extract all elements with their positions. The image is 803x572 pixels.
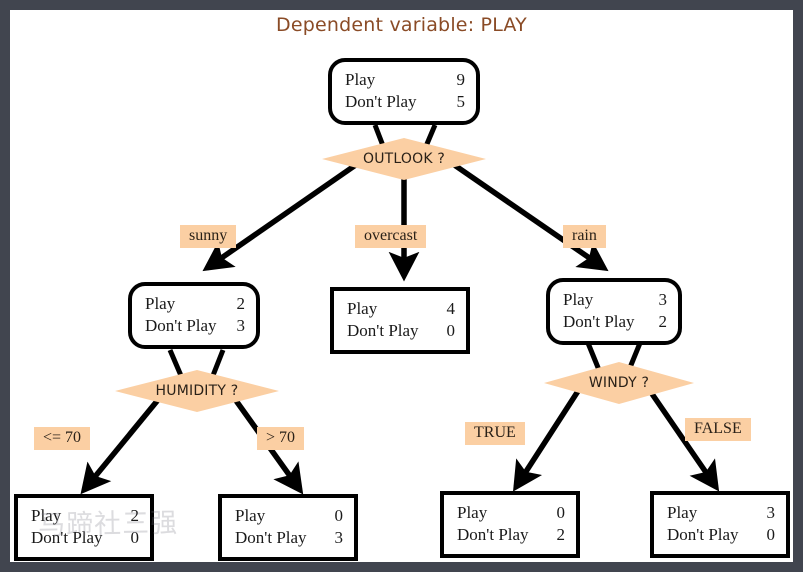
node-row-play: Play 3: [563, 289, 667, 311]
node-row-dont-play: Don't Play 3: [235, 527, 343, 549]
dont-play-label: Don't Play: [235, 528, 307, 548]
edge-rain-to-windy-left: [585, 342, 602, 371]
node-row-play: Play 0: [235, 505, 343, 527]
overcast-node[interactable]: Play 4 Don't Play 0: [330, 287, 470, 354]
edge-windy-false: [645, 386, 720, 492]
play-label: Play: [345, 70, 376, 89]
play-value: 0: [556, 503, 566, 522]
humidity-test-label: HUMIDITY ?: [155, 383, 239, 399]
edge-sunny-to-humidity-left: [167, 349, 185, 379]
node-row-play: Play 2: [31, 505, 139, 527]
node-row-dont-play: Don't Play 2: [457, 524, 565, 546]
humidity-low-leaf[interactable]: Play 2 Don't Play 0: [14, 494, 154, 561]
node-row-dont-play: Don't Play 3: [145, 315, 245, 337]
play-value: 2: [236, 294, 246, 313]
node-row-dont-play: Don't Play 0: [347, 320, 455, 342]
dont-play-value: 2: [658, 312, 668, 332]
dont-play-label: Don't Play: [345, 92, 417, 112]
play-label: Play: [235, 506, 266, 525]
dont-play-label: Don't Play: [667, 525, 739, 545]
edge-windy-true: [513, 386, 583, 492]
sunny-node[interactable]: Play 2 Don't Play 3: [128, 282, 260, 349]
node-row-dont-play: Don't Play 0: [31, 527, 139, 549]
dont-play-label: Don't Play: [347, 321, 419, 341]
edge-label-sunny[interactable]: sunny: [180, 225, 237, 248]
windy-false-leaf[interactable]: Play 3 Don't Play 0: [650, 491, 790, 558]
node-row-play: Play 9: [345, 69, 465, 91]
node-row-play: Play 4: [347, 298, 455, 320]
rain-node[interactable]: Play 3 Don't Play 2: [546, 278, 682, 345]
play-value: 0: [334, 506, 344, 525]
diagram-canvas: Dependent variable: PLAY: [10, 10, 793, 562]
outlook-test-diamond[interactable]: OUTLOOK ?: [322, 138, 486, 180]
dont-play-value: 5: [456, 92, 466, 112]
humidity-high-leaf[interactable]: Play 0 Don't Play 3: [218, 494, 358, 561]
dont-play-value: 3: [236, 316, 246, 336]
edge-label-humidity-high[interactable]: > 70: [257, 427, 305, 450]
edge-label-windy-true[interactable]: TRUE: [465, 422, 525, 445]
play-value: 3: [658, 290, 668, 309]
play-value: 3: [766, 503, 776, 522]
dont-play-value: 0: [766, 525, 776, 545]
edge-outlook-sunny: [202, 159, 362, 272]
play-label: Play: [31, 506, 62, 525]
edge-sunny-to-humidity-right: [209, 349, 226, 379]
dont-play-label: Don't Play: [457, 525, 529, 545]
dont-play-label: Don't Play: [31, 528, 103, 548]
node-row-play: Play 3: [667, 502, 775, 524]
windy-test-diamond[interactable]: WINDY ?: [544, 362, 694, 404]
node-row-play: Play 2: [145, 293, 245, 315]
root-node[interactable]: Play 9 Don't Play 5: [328, 58, 480, 125]
play-label: Play: [347, 299, 378, 318]
dont-play-value: 3: [334, 528, 344, 548]
play-label: Play: [457, 503, 488, 522]
dont-play-label: Don't Play: [563, 312, 635, 332]
play-label: Play: [145, 294, 176, 313]
dont-play-value: 2: [556, 525, 566, 545]
node-row-dont-play: Don't Play 2: [563, 311, 667, 333]
node-row-dont-play: Don't Play 0: [667, 524, 775, 546]
play-value: 9: [456, 70, 466, 89]
dont-play-value: 0: [130, 528, 140, 548]
humidity-test-diamond[interactable]: HUMIDITY ?: [115, 370, 279, 412]
page-title: Dependent variable: PLAY: [276, 14, 527, 36]
edge-label-rain[interactable]: rain: [563, 225, 606, 248]
edge-label-windy-false[interactable]: FALSE: [685, 418, 751, 441]
play-label: Play: [563, 290, 594, 309]
edge-label-overcast[interactable]: overcast: [355, 225, 427, 248]
windy-test-label: WINDY ?: [588, 375, 650, 391]
edge-humidity-low: [80, 393, 165, 495]
play-value: 2: [130, 506, 140, 525]
edge-label-humidity-low[interactable]: <= 70: [34, 427, 91, 450]
node-row-play: Play 0: [457, 502, 565, 524]
node-row-dont-play: Don't Play 5: [345, 91, 465, 113]
outlook-test-label: OUTLOOK ?: [362, 151, 446, 167]
dont-play-label: Don't Play: [145, 316, 217, 336]
edge-outlook-rain: [448, 159, 609, 272]
windy-true-leaf[interactable]: Play 0 Don't Play 2: [440, 491, 580, 558]
play-label: Play: [667, 503, 698, 522]
play-value: 4: [446, 299, 456, 318]
dont-play-value: 0: [446, 321, 456, 341]
